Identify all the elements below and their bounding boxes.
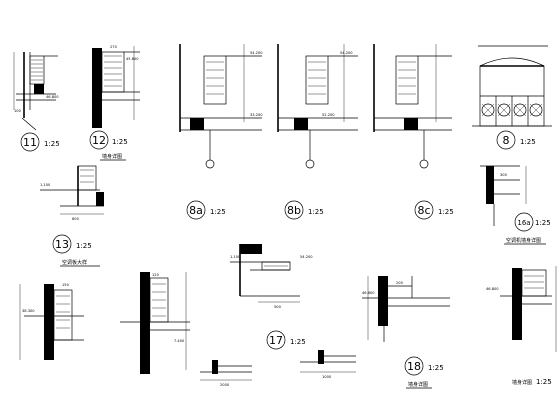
detail-8a-number: 8a: [189, 204, 203, 217]
detail-11: 46.800 100 11 1:25: [13, 52, 60, 152]
dim-600: 600: [72, 217, 80, 221]
axis-marker-a3: [419, 159, 429, 169]
detail-16a-scale: 1:25: [535, 219, 551, 227]
elev-54200-b: 54.200: [340, 51, 353, 55]
detail-11-number: 11: [23, 136, 37, 149]
detail-17-scale: 1:25: [290, 338, 306, 346]
detail-bottom-left-1: 38.300 150: [19, 283, 84, 360]
dim-100: 100: [14, 109, 22, 113]
elev-46800-c: 46.800: [486, 287, 499, 291]
elev-54200-c: 54.200: [300, 255, 313, 259]
detail-13-caption: 空调板大样: [62, 259, 87, 266]
detail-18: 46.800 200 18 1:25 墙身详图: [362, 276, 450, 389]
dim-1000: 1000: [322, 375, 332, 379]
dim-300: 300: [500, 173, 508, 177]
detail-8b: 54.200 52.200 8b 1:25: [277, 44, 358, 220]
detail-8-number: 8: [503, 134, 510, 147]
detail-8b-scale: 1:25: [308, 208, 324, 216]
detail-13-marker: [52, 234, 72, 254]
detail-18-caption: 墙身详图: [408, 381, 428, 388]
detail-16a-marker: [514, 212, 534, 232]
detail-11-scale: 1:25: [44, 140, 60, 148]
axis-marker-a2: [305, 159, 315, 169]
dim-500: 500: [274, 305, 282, 309]
dim-200: 200: [396, 281, 404, 285]
elev-38300: 38.300: [22, 309, 35, 313]
detail-12-caption: 墙身详图: [102, 153, 122, 160]
elev-1100: 1.100: [40, 183, 51, 187]
axis-marker-a1: [205, 159, 215, 169]
detail-12-number: 12: [92, 134, 106, 147]
dim-150: 150: [62, 283, 70, 287]
detail-8c-number: 8c: [417, 204, 430, 217]
elev-46800: 46.800: [46, 95, 59, 99]
detail-18-scale: 1:25: [428, 364, 444, 372]
dim-120: 120: [152, 273, 160, 277]
detail-18-number: 18: [407, 360, 421, 373]
detail-8a-marker: [186, 200, 206, 220]
elev-54200: 54.200: [250, 51, 263, 55]
elev-7400: 7.400: [174, 339, 185, 343]
elev-1100b: 1.100: [230, 255, 241, 259]
detail-17-number: 17: [269, 334, 283, 347]
detail-8c: 8c 1:25: [373, 44, 454, 220]
detail-8-marker: [496, 130, 516, 150]
detail-19-caption: 墙身详图: [512, 379, 532, 386]
detail-12: 45.600 270 12 1:25 墙身详图: [89, 45, 140, 161]
detail-8c-marker: [414, 200, 434, 220]
detail-8c-scale: 1:25: [438, 208, 454, 216]
detail-16a-caption: 空调机墙身详图: [506, 237, 541, 244]
detail-17: 1.100 500 54.200 17 1:25: [230, 244, 313, 350]
elev-46800-b: 46.800: [362, 291, 375, 295]
detail-bottom-mid-1: 2000: [200, 360, 252, 387]
detail-12-marker: [89, 130, 109, 150]
detail-18-marker: [404, 356, 424, 376]
elev-52200: 52.200: [322, 113, 335, 117]
detail-bottom-mid-2: 1000: [300, 350, 356, 379]
detail-16a-number: 16a: [517, 219, 530, 227]
detail-13-number: 13: [55, 238, 69, 251]
dim-2000: 2000: [220, 383, 230, 387]
dim-270: 270: [110, 45, 118, 49]
detail-8: 8 1:25: [472, 45, 552, 150]
detail-17-marker: [266, 330, 286, 350]
detail-13: 600 1.100 13 1:25 空调板大样: [40, 165, 104, 267]
detail-bottom-left-2: 7.400 120: [120, 272, 190, 374]
detail-8-scale: 1:25: [520, 138, 536, 146]
detail-13-scale: 1:25: [76, 242, 92, 250]
detail-8a-scale: 1:25: [210, 208, 226, 216]
detail-12-scale: 1:25: [112, 138, 128, 146]
detail-16a: 300 16a 1:25 空调机墙身详图: [480, 165, 551, 245]
detail-8b-number: 8b: [287, 204, 301, 217]
detail-8a: 54.200 33.200 8a 1:25: [179, 44, 263, 220]
detail-11-marker: [20, 132, 40, 152]
detail-19: 46.800 墙身详图 1:25: [486, 266, 557, 386]
detail-19-scale: 1:25: [536, 378, 552, 386]
detail-8b-marker: [284, 200, 304, 220]
elev-45600: 45.600: [126, 57, 139, 61]
elev-33200: 33.200: [250, 113, 263, 117]
